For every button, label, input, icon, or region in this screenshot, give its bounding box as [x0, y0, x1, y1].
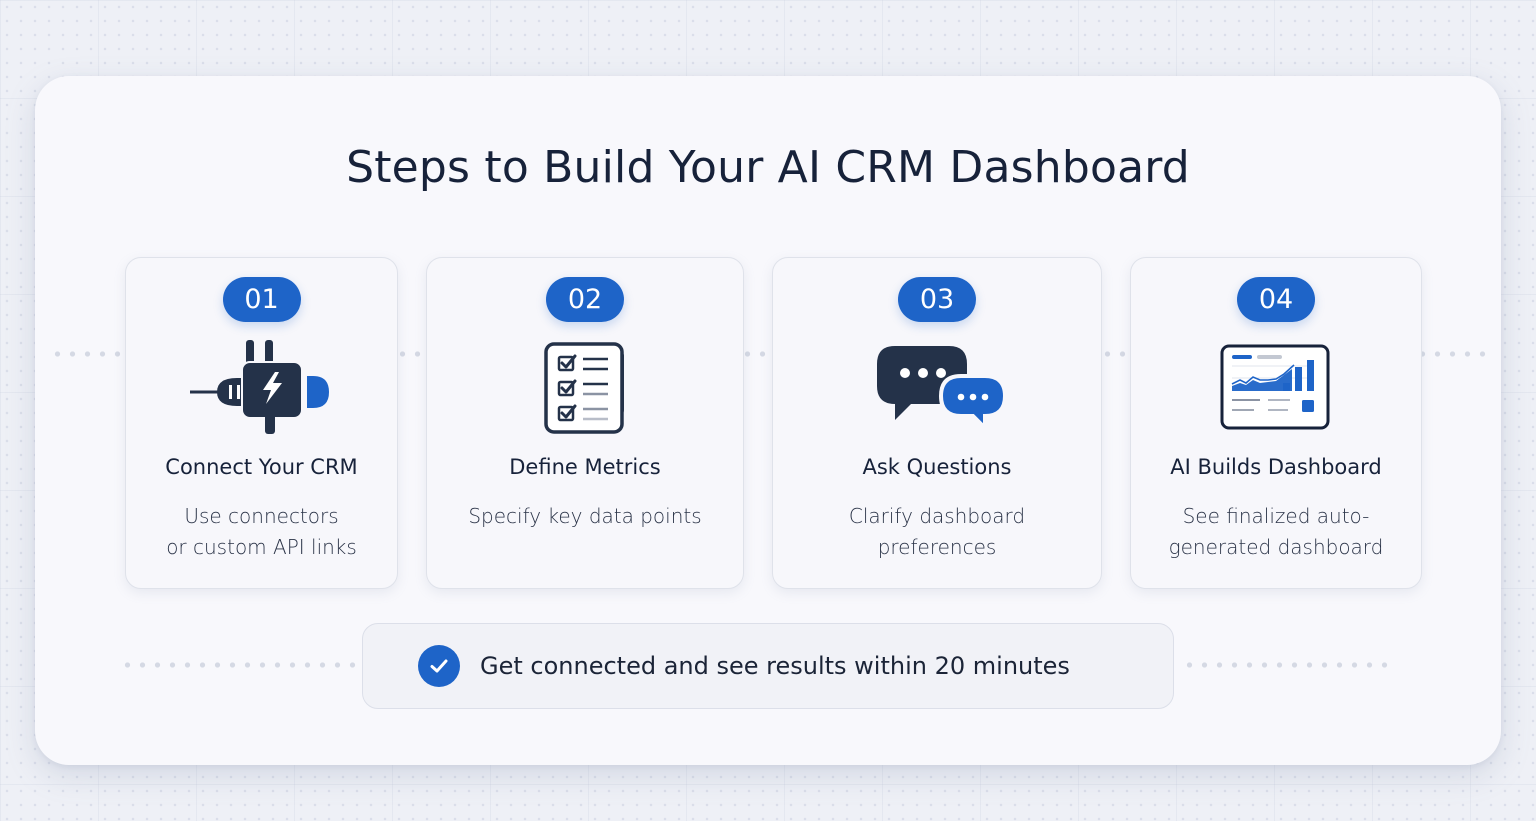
step-title: Connect Your CRM	[165, 455, 358, 479]
step-number-badge: 02	[546, 277, 624, 322]
checkmark-circle-icon	[418, 645, 460, 687]
step-title: AI Builds Dashboard	[1170, 455, 1382, 479]
footer-banner: Get connected and see results within 20 …	[362, 623, 1174, 709]
footer-text: Get connected and see results within 20 …	[480, 652, 1070, 680]
step-description: Specify key data points	[468, 504, 702, 528]
step-description: Use connectors or custom API links	[166, 504, 357, 559]
connector-dotted-line	[50, 351, 1490, 357]
step-number-badge: 03	[898, 277, 976, 322]
footer-dotted-line-left	[120, 662, 358, 668]
step-card-ai-builds-dashboard: 04 AI Builds Dashboard See finalized aut…	[1130, 257, 1422, 589]
chat-bubbles-icon	[862, 340, 1012, 440]
step-description: See finalized auto- generated dashboard	[1168, 504, 1384, 559]
plug-connector-icon	[187, 340, 337, 440]
footer-dotted-line-right	[1182, 662, 1392, 668]
checklist-icon	[510, 340, 660, 440]
step-card-ask-questions: 03 Ask Questions Clarify dashboard prefe…	[772, 257, 1102, 589]
dashboard-chart-icon	[1201, 340, 1351, 440]
step-card-connect-crm: 01 Connect Your CRM Use connectors or cu…	[125, 257, 398, 589]
step-title: Ask Questions	[862, 455, 1012, 479]
page-title: Steps to Build Your AI CRM Dashboard	[346, 142, 1190, 193]
step-title: Define Metrics	[509, 455, 661, 479]
step-description: Clarify dashboard preferences	[848, 504, 1026, 559]
step-card-define-metrics: 02 Define Metrics Specify key data po	[426, 257, 744, 589]
step-number-badge: 04	[1237, 277, 1315, 322]
step-number-badge: 01	[222, 277, 301, 322]
